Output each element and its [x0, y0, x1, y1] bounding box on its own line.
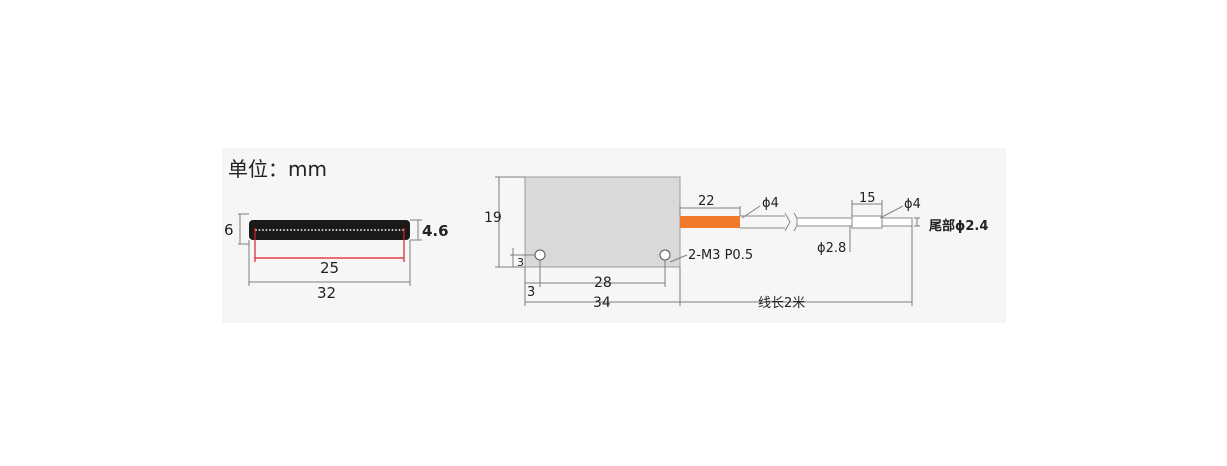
- sensor-dot: [381, 229, 383, 231]
- sensor-dot: [293, 229, 296, 231]
- sensor-dot: [349, 229, 352, 231]
- sensor-dot: [384, 229, 387, 231]
- sensor-dot: [286, 229, 289, 231]
- mount-hole-spec: 2-M3 P0.5: [688, 248, 753, 263]
- sensor-dot: [339, 229, 341, 231]
- sensor-dot: [356, 229, 359, 231]
- sensor-dot: [398, 229, 401, 231]
- tail-tip: [881, 217, 913, 227]
- sensor-dot: [272, 229, 275, 231]
- sensor-dot: [297, 229, 299, 231]
- sensor-dot: [342, 229, 345, 231]
- dim-height-inner: 4.6: [422, 222, 449, 240]
- sensor-dot: [269, 229, 271, 231]
- orange-sheath: [680, 216, 740, 228]
- leader-tail-dia: [879, 205, 904, 219]
- sensor-dot: [332, 229, 334, 231]
- sensor-dot: [300, 229, 303, 231]
- sensor-dot: [325, 229, 327, 231]
- dim-tail-diameter: ϕ4: [904, 197, 921, 212]
- sensor-dot: [258, 229, 261, 231]
- front-view: 6 4.6 25 32: [224, 213, 449, 302]
- sensor-dot: [360, 229, 362, 231]
- sensor-dot: [321, 229, 324, 231]
- dim-body-length: 34: [593, 295, 611, 311]
- sensor-dot: [318, 229, 320, 231]
- dim-cable-length: 线长2米: [758, 296, 805, 311]
- sensor-dot: [290, 229, 292, 231]
- dim-body-height: 19: [484, 210, 502, 226]
- sensor-dot: [370, 229, 373, 231]
- sensor-dot: [262, 229, 264, 231]
- sensor-dot: [276, 229, 278, 231]
- unit-label: 单位：mm: [228, 157, 327, 181]
- cable-break-left: [784, 212, 791, 232]
- dim-hole-offset-v: 3: [517, 256, 524, 269]
- dim-hole-spacing: 28: [594, 275, 612, 291]
- dim-hole-offset-h: 3: [527, 285, 535, 300]
- sensor-dot: [328, 229, 331, 231]
- sensor-dot: [391, 229, 394, 231]
- sensor-dot: [367, 229, 369, 231]
- sensor-dot: [346, 229, 348, 231]
- sensor-dot: [314, 229, 317, 231]
- dim-width-inner: 25: [320, 259, 339, 277]
- leader-mount-hole: [669, 254, 688, 263]
- side-view: 19 3 3 28 34 2-M3 P0.5 22 ϕ4: [484, 176, 988, 311]
- dim-sheath-diameter: ϕ4: [762, 196, 779, 211]
- dim-width-outer: 32: [317, 284, 336, 302]
- sensor-dot: [353, 229, 355, 231]
- thin-cable: [796, 217, 853, 227]
- sensor-dot: [283, 229, 285, 231]
- sensor-dot: [335, 229, 338, 231]
- sensor-dot: [377, 229, 380, 231]
- sensor-body: [524, 176, 681, 268]
- sensor-dot: [279, 229, 282, 231]
- dim-height-outer: 6: [224, 221, 234, 239]
- sensor-dot: [395, 229, 397, 231]
- sensor-dot: [388, 229, 390, 231]
- sensor-dot-row: [255, 229, 404, 231]
- cable-segment-a: [740, 215, 785, 229]
- dim-tail-length: 15: [859, 191, 876, 206]
- dim-sheath-length: 22: [698, 194, 715, 209]
- mount-hole-left: [534, 249, 546, 261]
- sensor-dot: [363, 229, 366, 231]
- sensor-dot: [265, 229, 268, 231]
- mount-hole-right: [659, 249, 671, 261]
- sensor-dot: [311, 229, 313, 231]
- tail-sleeve: [851, 215, 883, 229]
- dim-tail-end-diameter: 尾部ϕ2.4: [929, 218, 988, 234]
- sensor-dot: [374, 229, 376, 231]
- sensor-dot: [307, 229, 310, 231]
- sensor-dot: [304, 229, 306, 231]
- dim-cable-diameter: ϕ2.8: [817, 241, 846, 256]
